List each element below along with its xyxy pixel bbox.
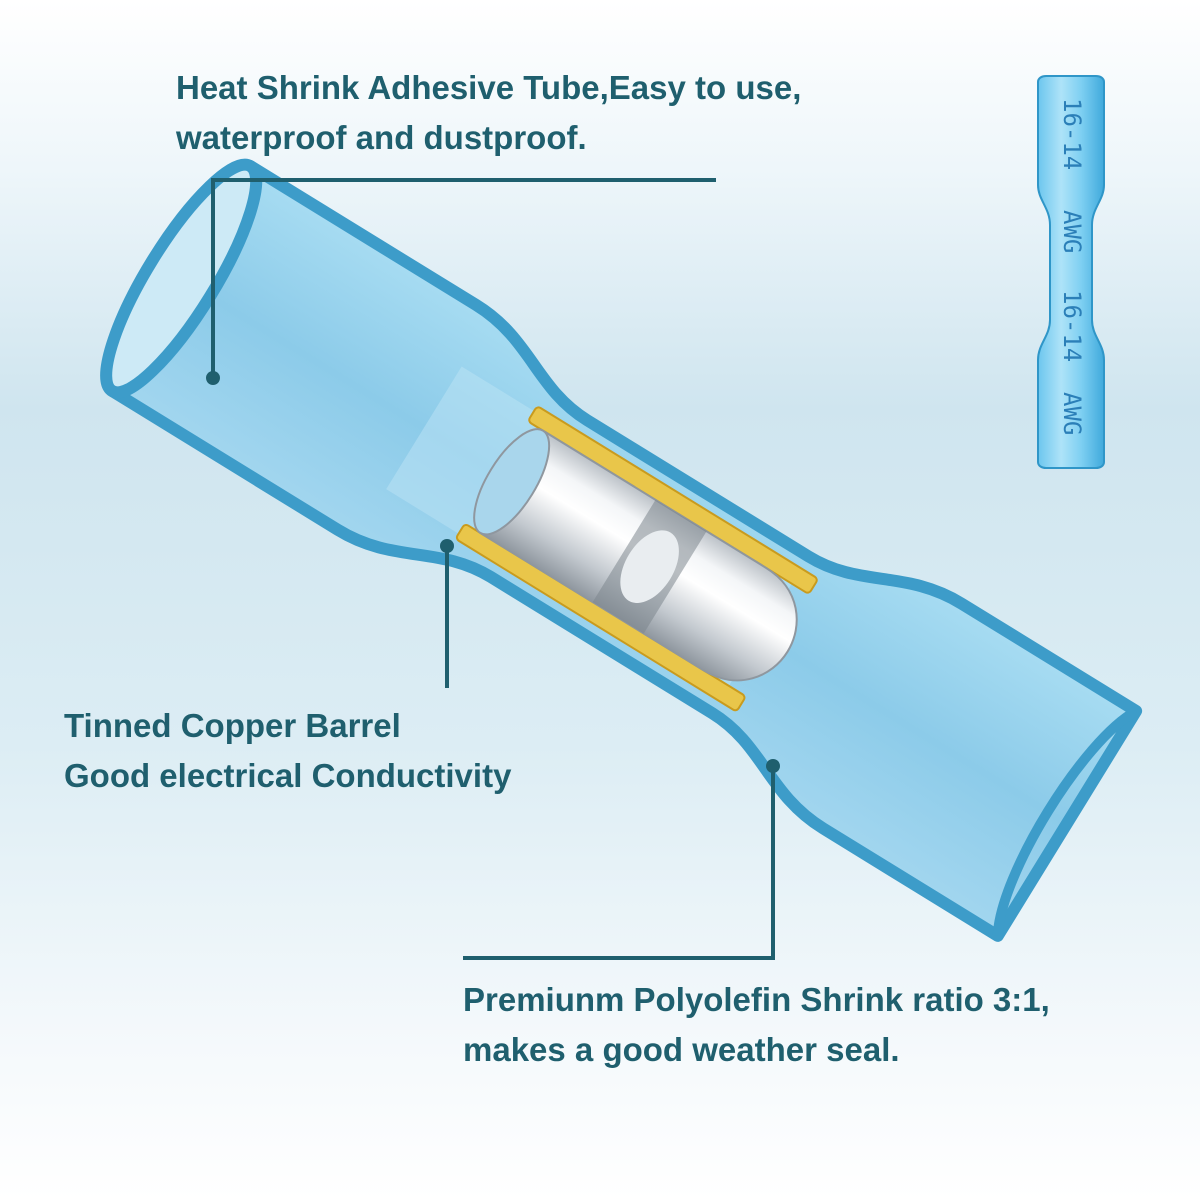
- callout-polyolefin-line1: Premiunm Polyolefin Shrink ratio 3:1,: [463, 981, 1050, 1018]
- product-thumbnail: 16-14 AWG 16-14 AWG: [1037, 75, 1105, 469]
- callout-copper-barrel-line1: Tinned Copper Barrel: [64, 707, 401, 744]
- leader-adhesive-tube: [206, 178, 716, 385]
- callout-adhesive-tube-line1: Heat Shrink Adhesive Tube,Easy to use,: [176, 69, 802, 106]
- callout-polyolefin-line2: makes a good weather seal.: [463, 1031, 900, 1068]
- tube-right-opening: [992, 706, 1139, 937]
- callout-adhesive-tube-line2: waterproof and dustproof.: [176, 119, 587, 156]
- tube-left-opening: [100, 158, 263, 399]
- heat-shrink-connector: [100, 158, 1143, 942]
- callout-adhesive-tube: Heat Shrink Adhesive Tube,Easy to use, w…: [176, 63, 801, 163]
- leader-copper-barrel: [440, 539, 454, 688]
- thumbnail-unit-bottom: AWG: [1058, 392, 1086, 435]
- leader-polyolefin: [463, 759, 780, 960]
- callout-polyolefin: Premiunm Polyolefin Shrink ratio 3:1, ma…: [463, 975, 1050, 1075]
- barrel-crimp-highlight: [620, 530, 679, 603]
- thumbnail-gauge-bottom: 16-14: [1058, 290, 1086, 362]
- thumbnail-unit-top: AWG: [1058, 210, 1086, 253]
- thumbnail-tube: [1037, 75, 1105, 469]
- thumbnail-gauge-top: 16-14: [1058, 98, 1086, 170]
- callout-copper-barrel-line2: Good electrical Conductivity: [64, 757, 512, 794]
- callout-copper-barrel: Tinned Copper Barrel Good electrical Con…: [64, 701, 511, 801]
- barrel-opening: [473, 428, 551, 536]
